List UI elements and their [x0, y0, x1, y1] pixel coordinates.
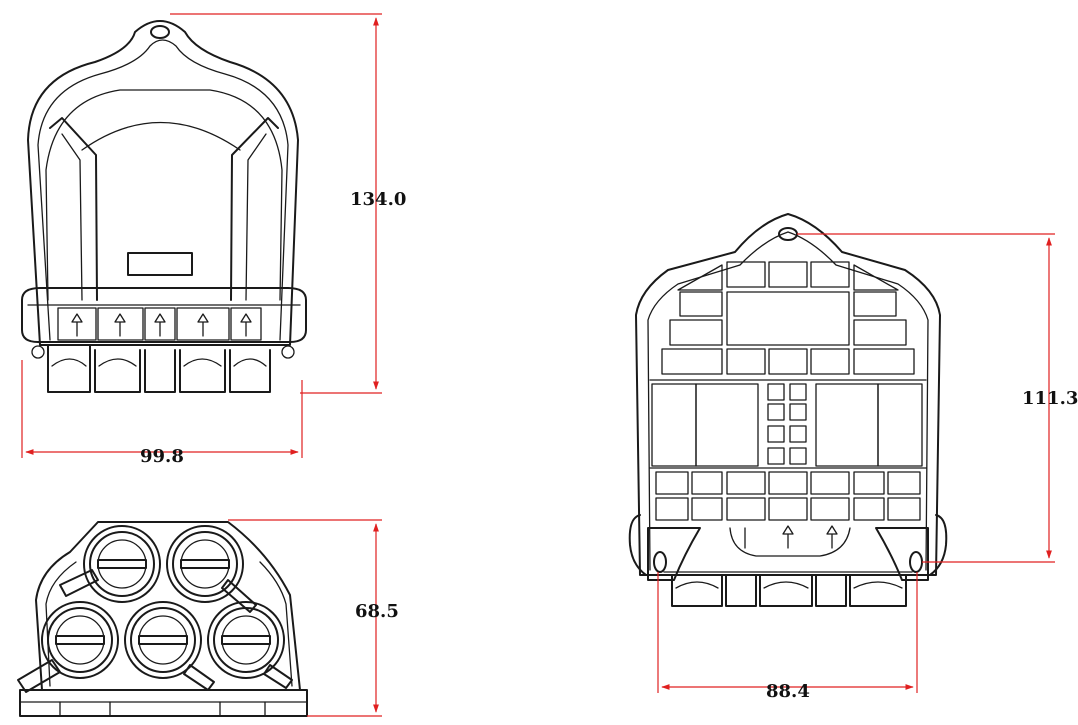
dim-label-back-view-width: 88.4 — [766, 681, 810, 702]
back-view-rib-grid-upper — [661, 261, 915, 375]
front-view-clamp-straps — [17, 569, 293, 693]
back-view-rib-grid-lower — [655, 471, 921, 521]
top-view-cable-inlets — [57, 307, 262, 341]
back-view-mounting-feet — [647, 527, 929, 581]
back-view-middle-band — [649, 379, 927, 469]
back-view-dimensions — [657, 233, 1055, 693]
dim-label-top-view-width: 99.8 — [140, 446, 184, 467]
front-view-grommets-bottom-row — [41, 601, 285, 679]
back-view-grommet-lugs — [663, 571, 913, 607]
back-view — [628, 213, 948, 607]
front-view-dimensions — [228, 519, 382, 717]
top-view — [21, 20, 307, 393]
dim-label-top-view-height: 134.0 — [350, 189, 406, 210]
top-view-grommet-lugs — [47, 344, 271, 393]
dim-label-back-view-height: 111.3 — [1022, 388, 1078, 409]
front-view-grommets-top-row — [83, 525, 244, 603]
front-view — [17, 521, 308, 717]
top-view-dimensions — [21, 13, 382, 458]
dim-label-front-view-height: 68.5 — [355, 601, 399, 622]
